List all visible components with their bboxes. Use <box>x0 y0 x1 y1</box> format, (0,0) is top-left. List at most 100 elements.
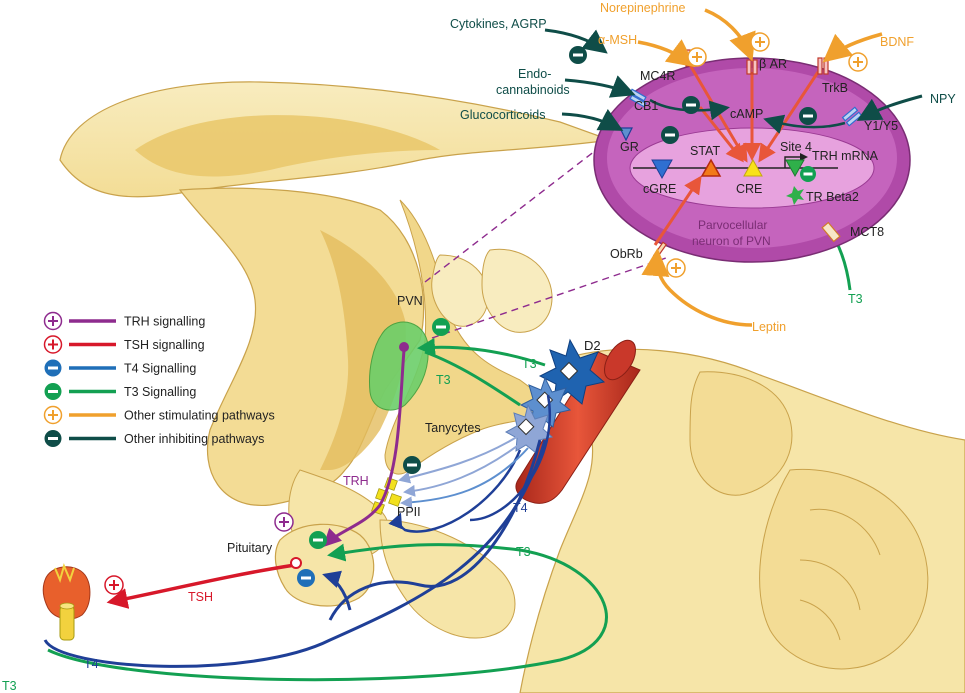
legend-label: Other inhibiting pathways <box>124 432 264 446</box>
pituitary-gland <box>274 523 375 607</box>
callout-line-top <box>424 136 614 283</box>
minus-badge-t3-pvn <box>432 318 450 336</box>
tanycyte-process-1 <box>398 434 521 484</box>
glucocorticoids-arrow <box>561 108 624 131</box>
label-endocannabinoids-1: Endo- <box>518 67 551 81</box>
t3-pathway-d2-to-pvn <box>417 337 546 367</box>
minus-badge-cytokines <box>569 46 587 64</box>
label-bar: β AR <box>759 57 787 71</box>
legend-row: T3 Signalling <box>44 383 196 400</box>
pvn-nucleus <box>369 321 429 411</box>
minus-badge-npy <box>799 107 817 125</box>
label-camp: cAMP <box>730 107 763 121</box>
tsh-pathway <box>106 563 296 609</box>
bdnf-arrow <box>822 32 883 63</box>
label-tanycytes: Tanycytes <box>425 421 481 435</box>
minus-badge-t4-pituitary <box>297 569 315 587</box>
tanycyte-process-3 <box>400 447 529 509</box>
label-cell-name-2: neuron of PVN <box>692 234 771 248</box>
label-amsh: α-MSH <box>598 33 637 47</box>
label-npy: NPY <box>930 92 956 106</box>
label-ppii: PPII <box>397 505 421 519</box>
legend-label: T4 Signalling <box>124 362 196 376</box>
label-gr: GR <box>620 140 639 154</box>
thyroid-gland <box>42 563 91 641</box>
plus-badge-bdnf <box>848 52 868 72</box>
label-leptin: Leptin <box>752 320 786 334</box>
label-pvn: PVN <box>397 294 423 308</box>
tanycyte-process-2 <box>403 439 526 497</box>
t4-pathway-to-median-eminence <box>388 449 522 533</box>
t4-pathway-lower <box>469 394 551 522</box>
leptin-arrow <box>641 248 753 327</box>
minus-badge-t3-pituitary <box>309 531 327 549</box>
label-norepinephrine: Norepinephrine <box>600 1 686 15</box>
label-t3-upper: T3 <box>522 357 537 371</box>
label-t3-pvn: T3 <box>436 373 451 387</box>
label-mct8: MCT8 <box>850 225 884 239</box>
label-site4: Site 4 <box>780 140 812 154</box>
plus-badge-amsh <box>687 47 707 67</box>
plus-badge-norepinephrine <box>750 32 770 52</box>
label-endocannabinoids-2: cannabinoids <box>496 83 570 97</box>
neuron-inset <box>593 49 911 263</box>
label-bdnf: BDNF <box>880 35 914 49</box>
callout-line-bottom <box>431 257 667 339</box>
tsh-origin <box>290 557 302 569</box>
legend-plus-icon <box>43 335 63 354</box>
label-y1y5: Y1/Y5 <box>864 119 898 133</box>
legend-row: TRH signalling <box>43 311 205 331</box>
t4-pathway-to-pituitary <box>328 439 542 621</box>
label-cgre: cGRE <box>643 182 676 196</box>
cytokines-arrow <box>544 28 608 54</box>
legend-plus-icon <box>43 405 63 425</box>
label-cre: CRE <box>736 182 762 196</box>
label-cb1: CB1 <box>634 99 658 113</box>
t3-pathway-to-pvn-lower <box>424 350 521 407</box>
label-t3-mct8: T3 <box>848 292 863 306</box>
minus-badge-trbeta2 <box>800 166 816 182</box>
label-cytokines: Cytokines, AGRP <box>450 17 547 31</box>
npy-inner-arrow <box>763 114 846 134</box>
plus-badge-trh <box>274 512 294 532</box>
legend-row: T4 Signalling <box>44 359 196 377</box>
minus-badge-cb1 <box>682 96 700 114</box>
pvn-trh-neuron-dot <box>399 342 409 352</box>
npy-arrow <box>856 94 923 121</box>
legend-row: TSH signalling <box>43 335 205 354</box>
label-t4-bottom: T4 <box>84 657 99 671</box>
legend-label: TRH signalling <box>124 315 205 329</box>
label-glucocorticoids: Glucocorticoids <box>460 108 545 122</box>
endocannabinoids-arrow <box>564 75 636 98</box>
blood-vessel <box>515 339 641 504</box>
legend-label: TSH signalling <box>124 338 205 352</box>
label-trh-mrna: TRH mRNA <box>812 149 879 163</box>
label-trkb: TrkB <box>822 81 848 95</box>
label-tsh: TSH <box>188 590 213 604</box>
legend-minus-icon <box>44 359 62 377</box>
label-t3-lower: T3 <box>516 545 531 559</box>
legend-label: Other stimulating pathways <box>124 409 275 423</box>
label-mc4r: MC4R <box>640 69 675 83</box>
plus-badge-tsh <box>104 575 124 595</box>
label-obrb: ObRb <box>610 247 643 261</box>
label-cell-name-1: Parvocellular <box>698 218 767 232</box>
legend-minus-icon <box>44 383 62 400</box>
t4-pathway-to-pituitary-arrow <box>322 570 352 611</box>
legend-row: Other stimulating pathways <box>43 405 275 425</box>
label-trh: TRH <box>343 474 369 488</box>
legend-minus-icon <box>44 430 62 447</box>
legend-row: Other inhibiting pathways <box>44 430 264 447</box>
label-d2: D2 <box>584 338 601 353</box>
label-tr-beta2: TR Beta2 <box>806 190 859 204</box>
brain-anatomy <box>59 81 965 693</box>
plus-badge-leptin <box>666 258 686 278</box>
label-stat: STAT <box>690 144 720 158</box>
amsh-arrow <box>637 39 696 68</box>
minus-badge-gr <box>661 126 679 144</box>
legend-label: T3 Signalling <box>124 385 196 399</box>
sign-badges <box>104 32 868 595</box>
